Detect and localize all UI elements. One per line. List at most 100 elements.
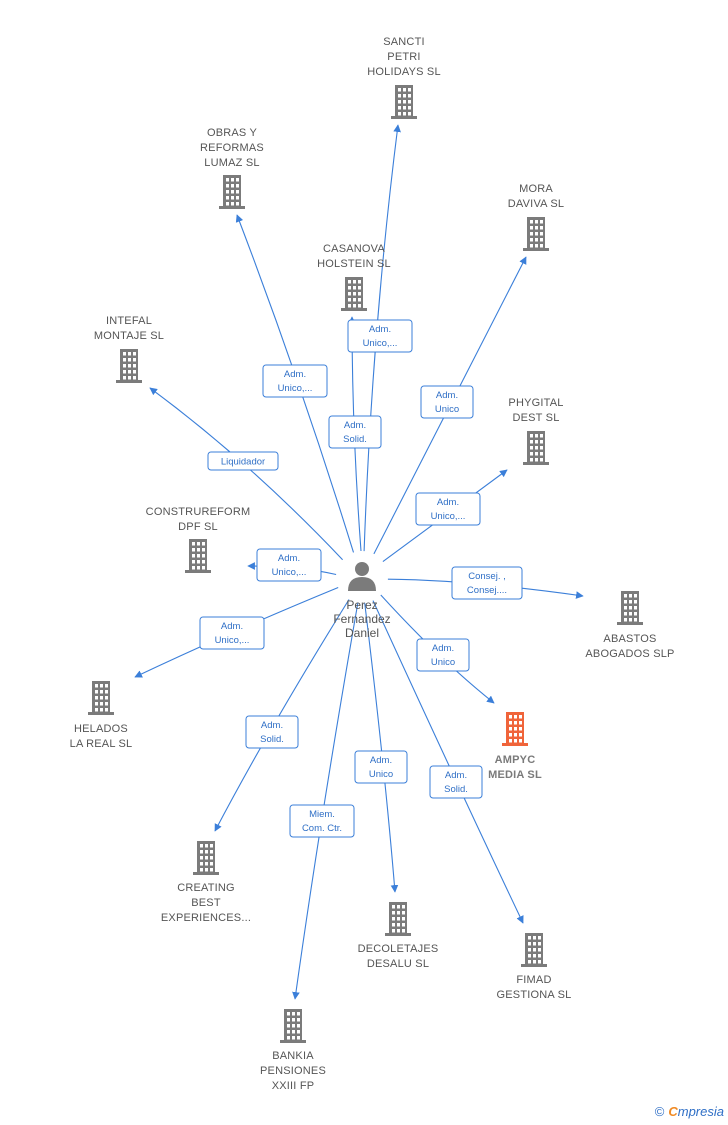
company-name-line: BEST	[191, 897, 221, 909]
company-node-casanova[interactable]: CASANOVA HOLSTEIN SL	[317, 243, 391, 311]
copyright-symbol: ©	[654, 1104, 665, 1119]
edge-label-text: Solid.	[444, 784, 468, 795]
edge-label-text: Solid.	[343, 434, 367, 445]
company-name-line: PENSIONES	[260, 1065, 326, 1077]
edge-label-box	[420, 385, 474, 419]
company-name-line: MEDIA SL	[488, 769, 542, 781]
edge-label-text: Unico,...	[272, 567, 307, 578]
edge-label-text: Adm.	[436, 390, 458, 401]
edge-label-box	[416, 638, 470, 672]
edge-decoletajes	[364, 602, 399, 893]
person-name-line: Daniel	[345, 626, 379, 640]
company-name-line: HELADOS	[74, 723, 128, 735]
company-name-line: PHYGITAL	[508, 397, 563, 409]
building-icon	[523, 217, 549, 251]
company-name-line: MORA	[519, 183, 553, 195]
company-name-line: SANCTI	[383, 36, 425, 48]
edge-label-mora[interactable]: Adm. Unico	[420, 385, 474, 419]
edge-label-text: Consej....	[467, 585, 507, 596]
company-name-line: DESALU SL	[367, 958, 429, 970]
edge-label-construreform[interactable]: Adm. Unico,...	[256, 548, 322, 582]
building-icon	[617, 591, 643, 625]
brand-logo-text: mpresia	[677, 1104, 724, 1119]
edge-label-text: Adm.	[445, 770, 467, 781]
edge-label-box	[347, 319, 413, 353]
edge-label-text: Unico,...	[363, 338, 398, 349]
building-icon	[280, 1009, 306, 1043]
company-name-line: PETRI	[387, 51, 420, 63]
footer-brand[interactable]: ©Cmpresia	[655, 1104, 724, 1119]
edge-label-text: Adm.	[369, 324, 391, 335]
edge-label-text: Com. Ctr.	[302, 823, 342, 834]
edge-label-box	[262, 364, 328, 398]
edge-label-box	[429, 765, 483, 799]
building-icon	[341, 277, 367, 311]
company-name-line: HOLIDAYS SL	[367, 66, 441, 78]
company-name-line: LUMAZ SL	[204, 157, 259, 169]
edge-bankia	[292, 602, 359, 1000]
building-icon	[502, 712, 528, 746]
edge-label-text: Consej. ,	[468, 571, 506, 582]
edge-label-casanova[interactable]: Adm.Solid.	[328, 415, 382, 449]
company-name-line: DECOLETAJES	[358, 943, 439, 955]
company-name-line: HOLSTEIN SL	[317, 258, 391, 270]
building-icon	[88, 681, 114, 715]
edge-label-text: Adm.	[278, 553, 300, 564]
company-name-line: DEST SL	[512, 412, 559, 424]
edge-label-obras[interactable]: Adm.Unico,...	[262, 364, 328, 398]
edge-intefal	[149, 387, 343, 561]
edge-label-box	[354, 750, 408, 784]
company-name-line: CREATING	[177, 882, 235, 894]
edge-label-fimad[interactable]: Adm. Solid.	[429, 765, 483, 799]
company-name-line: XXIII FP	[272, 1080, 315, 1092]
edge-label-box	[451, 566, 523, 600]
edge-label-ampyc[interactable]: Adm.Unico	[416, 638, 470, 672]
edge-label-helados[interactable]: Adm.Unico,...	[199, 616, 265, 650]
building-icon	[391, 85, 417, 119]
company-name-line: CASANOVA	[323, 243, 385, 255]
person-icon	[348, 562, 376, 591]
edge-label-bankia[interactable]: Miem. Com. Ctr.	[289, 804, 355, 838]
edge-label-intefal[interactable]: Liquidador	[207, 451, 279, 471]
company-name-line: DAVIVA SL	[508, 198, 564, 210]
edge-label-phygital[interactable]: Adm. Unico,...	[415, 492, 481, 526]
edge-label-text: Adm.	[284, 369, 306, 380]
building-icon	[523, 431, 549, 465]
company-node-phygital[interactable]: PHYGITAL DEST SL	[508, 397, 563, 465]
edge-label-text: Unico	[435, 404, 459, 415]
edge-label-creating[interactable]: Adm.Solid.	[245, 715, 299, 749]
company-name-line: REFORMAS	[200, 142, 264, 154]
company-name-line: MONTAJE SL	[94, 330, 164, 342]
company-node-decoletajes[interactable]: DECOLETAJES DESALU SL	[358, 902, 439, 970]
company-node-mora[interactable]: MORA DAVIVA SL	[508, 183, 564, 251]
edge-label-text: Adm.	[437, 497, 459, 508]
edge-label-text: Unico,...	[215, 635, 250, 646]
edge-label-box	[328, 415, 382, 449]
company-node-sancti[interactable]: SANCTI PETRI HOLIDAYS SL	[367, 36, 441, 119]
edge-label-text: Unico,...	[431, 511, 466, 522]
edge-label-box	[256, 548, 322, 582]
edge-label-box	[289, 804, 355, 838]
company-node-creating[interactable]: CREATING BEST EXPERIENCES...	[161, 841, 251, 924]
edge-label-text: Solid.	[260, 734, 284, 745]
brand-logo-initial: C	[668, 1104, 678, 1119]
edge-labels-layer: Adm.Unico,...Adm.Unico,...Adm.UnicoAdm.S…	[199, 319, 523, 838]
edge-label-sancti[interactable]: Adm. Unico,...	[347, 319, 413, 353]
edge-label-box	[415, 492, 481, 526]
edge-label-abastos[interactable]: Consej. , Consej....	[451, 566, 523, 600]
company-name-line: EXPERIENCES...	[161, 912, 251, 924]
edge-label-text: Miem.	[309, 809, 335, 820]
edge-label-decoletajes[interactable]: Adm.Unico	[354, 750, 408, 784]
building-icon	[385, 902, 411, 936]
